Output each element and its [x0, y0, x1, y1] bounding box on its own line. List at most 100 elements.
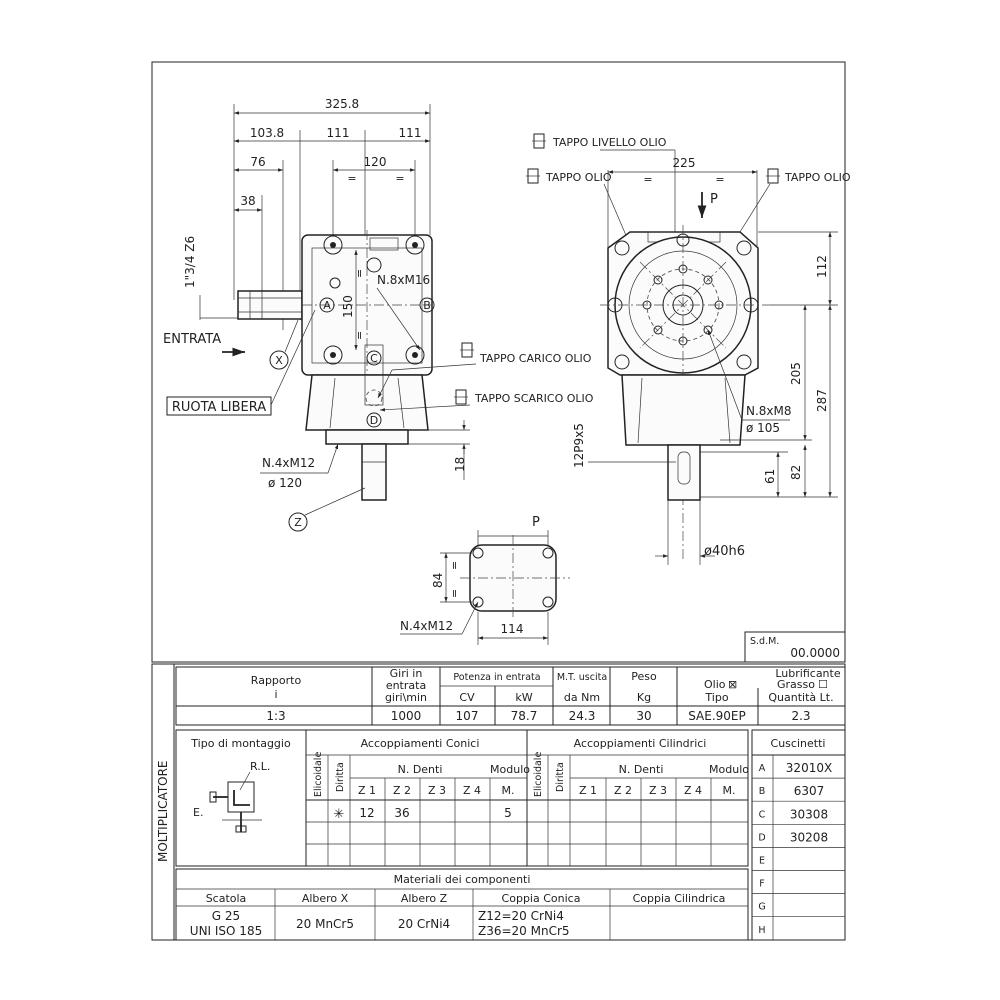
giri-value: 1000 [391, 709, 422, 723]
quantita-label: Quantità Lt. [768, 691, 833, 704]
dim-76: 76 [250, 155, 265, 169]
label-tappo-carico: TAPPO CARICO OLIO [479, 352, 592, 365]
right-bolts-label: N.8xM8 [746, 404, 792, 418]
cil-modulo: Modulo [709, 763, 749, 776]
conici-label: Accoppiamenti Conici [361, 737, 480, 750]
front-view: 325.8 103.8 111 111 76 120 = = 38 1"3/4 … [163, 97, 594, 532]
mounting-icon [227, 781, 255, 813]
marker-b: B [423, 299, 431, 312]
p-arrow-label: P [710, 192, 718, 207]
cil-z1: Z 1 [579, 784, 597, 797]
quantita-value: 2.3 [791, 709, 810, 723]
cil-m: M. [723, 784, 736, 797]
marker-x: X [275, 354, 283, 367]
bearing-code: 30308 [790, 807, 828, 821]
conici-z4: Z 4 [463, 784, 481, 797]
flange-bolts-label: N.4xM12 [400, 619, 453, 633]
cil-n-denti: N. Denti [619, 763, 664, 776]
dim-205: 205 [789, 362, 803, 385]
peso-unit: Kg [637, 691, 651, 704]
conici-m-value: 5 [504, 806, 512, 820]
dim-325-8: 325.8 [325, 97, 359, 111]
kw-label: kW [515, 691, 532, 704]
thread-label: 1"3/4 Z6 [183, 236, 197, 288]
conici-z1: Z 1 [358, 784, 376, 797]
bearing-id: A [759, 763, 766, 774]
potenza-label: Potenza in entrata [453, 672, 540, 683]
key-label: 12P9x5 [572, 423, 586, 468]
coppia-conica-value-2: Z36=20 MnCr5 [478, 924, 570, 938]
bearing-code: 30208 [790, 830, 828, 844]
tipo-label: Tipo [704, 691, 728, 704]
dim-103-8: 103.8 [250, 126, 284, 140]
bearing-id: D [758, 832, 765, 843]
output-shaft [361, 443, 387, 501]
dim-82: 82 [789, 465, 803, 480]
giri-label-3: giri\min [385, 691, 427, 704]
eq-mark-2: = [395, 172, 404, 185]
dim-150: 150 [341, 295, 355, 318]
dim-287: 287 [815, 389, 829, 412]
conici-z3: Z 3 [428, 784, 446, 797]
eq-mark-5: = [643, 173, 652, 186]
dim-111-b: 111 [399, 126, 422, 140]
olio-checkbox: ⊠ [728, 678, 737, 691]
bearing-id: E [759, 856, 765, 867]
grasso-label: Grasso [777, 678, 815, 691]
label-entrata: ENTRATA [163, 332, 221, 347]
montaggio-label: Tipo di montaggio [190, 737, 291, 750]
dim-84: 84 [431, 573, 445, 588]
peso-value: 30 [636, 709, 651, 723]
e-label: E. [193, 806, 203, 819]
cv-label: CV [459, 691, 475, 704]
cil-z3: Z 3 [649, 784, 667, 797]
eq-mark-6: = [715, 173, 724, 186]
bottom-bolts-label: N.4xM12 [262, 456, 315, 470]
scatola-value-2: UNI ISO 185 [190, 924, 262, 938]
coppia-cilindrica-label: Coppia Cilindrica [633, 892, 726, 905]
flange-view-label: P [532, 515, 540, 530]
label-tappo-olio-right: TAPPO OLIO [784, 171, 851, 184]
conici-m: M. [502, 784, 515, 797]
marker-z: Z [294, 516, 302, 529]
conici-elicoidale: Elicoidale [313, 752, 324, 797]
cv-value: 107 [456, 709, 479, 723]
bottom-dia-label: ø 120 [268, 476, 302, 490]
mt-value: 24.3 [569, 709, 596, 723]
eq-mark-1: = [347, 172, 356, 185]
cil-elicoidale: Elicoidale [533, 752, 544, 797]
bearing-id: C [759, 809, 766, 820]
kw-value: 78.7 [511, 709, 538, 723]
scatola-label: Scatola [206, 892, 247, 905]
label-tappo-olio-left: TAPPO OLIO [545, 171, 612, 184]
bearing-id: F [759, 879, 764, 890]
drawing-frame [151, 61, 846, 663]
label-tappo-scarico: TAPPO SCARICO OLIO [474, 392, 594, 405]
bearing-id: B [759, 786, 766, 797]
bolt-label-n8xm16: N.8xM16 [377, 273, 430, 287]
eq-mark-4: = [353, 331, 366, 340]
dim-120: 120 [364, 155, 387, 169]
eq-mark-7: = [448, 561, 461, 570]
materiali-label: Materiali dei componenti [394, 873, 531, 886]
conici-modulo: Modulo [490, 763, 530, 776]
sdm-value: 00.0000 [790, 646, 840, 660]
conici-z1-value: 12 [359, 806, 374, 820]
alberox-label: Albero X [302, 892, 349, 905]
scatola-value-1: G 25 [212, 909, 240, 923]
eq-mark-3: = [353, 269, 366, 278]
bearing-id: G [758, 902, 765, 913]
lubrificante-label: Lubrificante [775, 667, 840, 680]
coppia-conica-value-1: Z12=20 CrNi4 [478, 909, 564, 923]
giri-label-2: entrata [386, 679, 426, 692]
dim-38: 38 [240, 194, 255, 208]
input-shaft [237, 290, 303, 320]
cilindrici-label: Accoppiamenti Cilindrici [574, 737, 707, 750]
dim-18: 18 [453, 457, 467, 472]
conici-n-denti: N. Denti [398, 763, 443, 776]
marker-a: A [323, 299, 331, 312]
dim-112: 112 [815, 255, 829, 278]
marker-d: D [370, 414, 378, 427]
